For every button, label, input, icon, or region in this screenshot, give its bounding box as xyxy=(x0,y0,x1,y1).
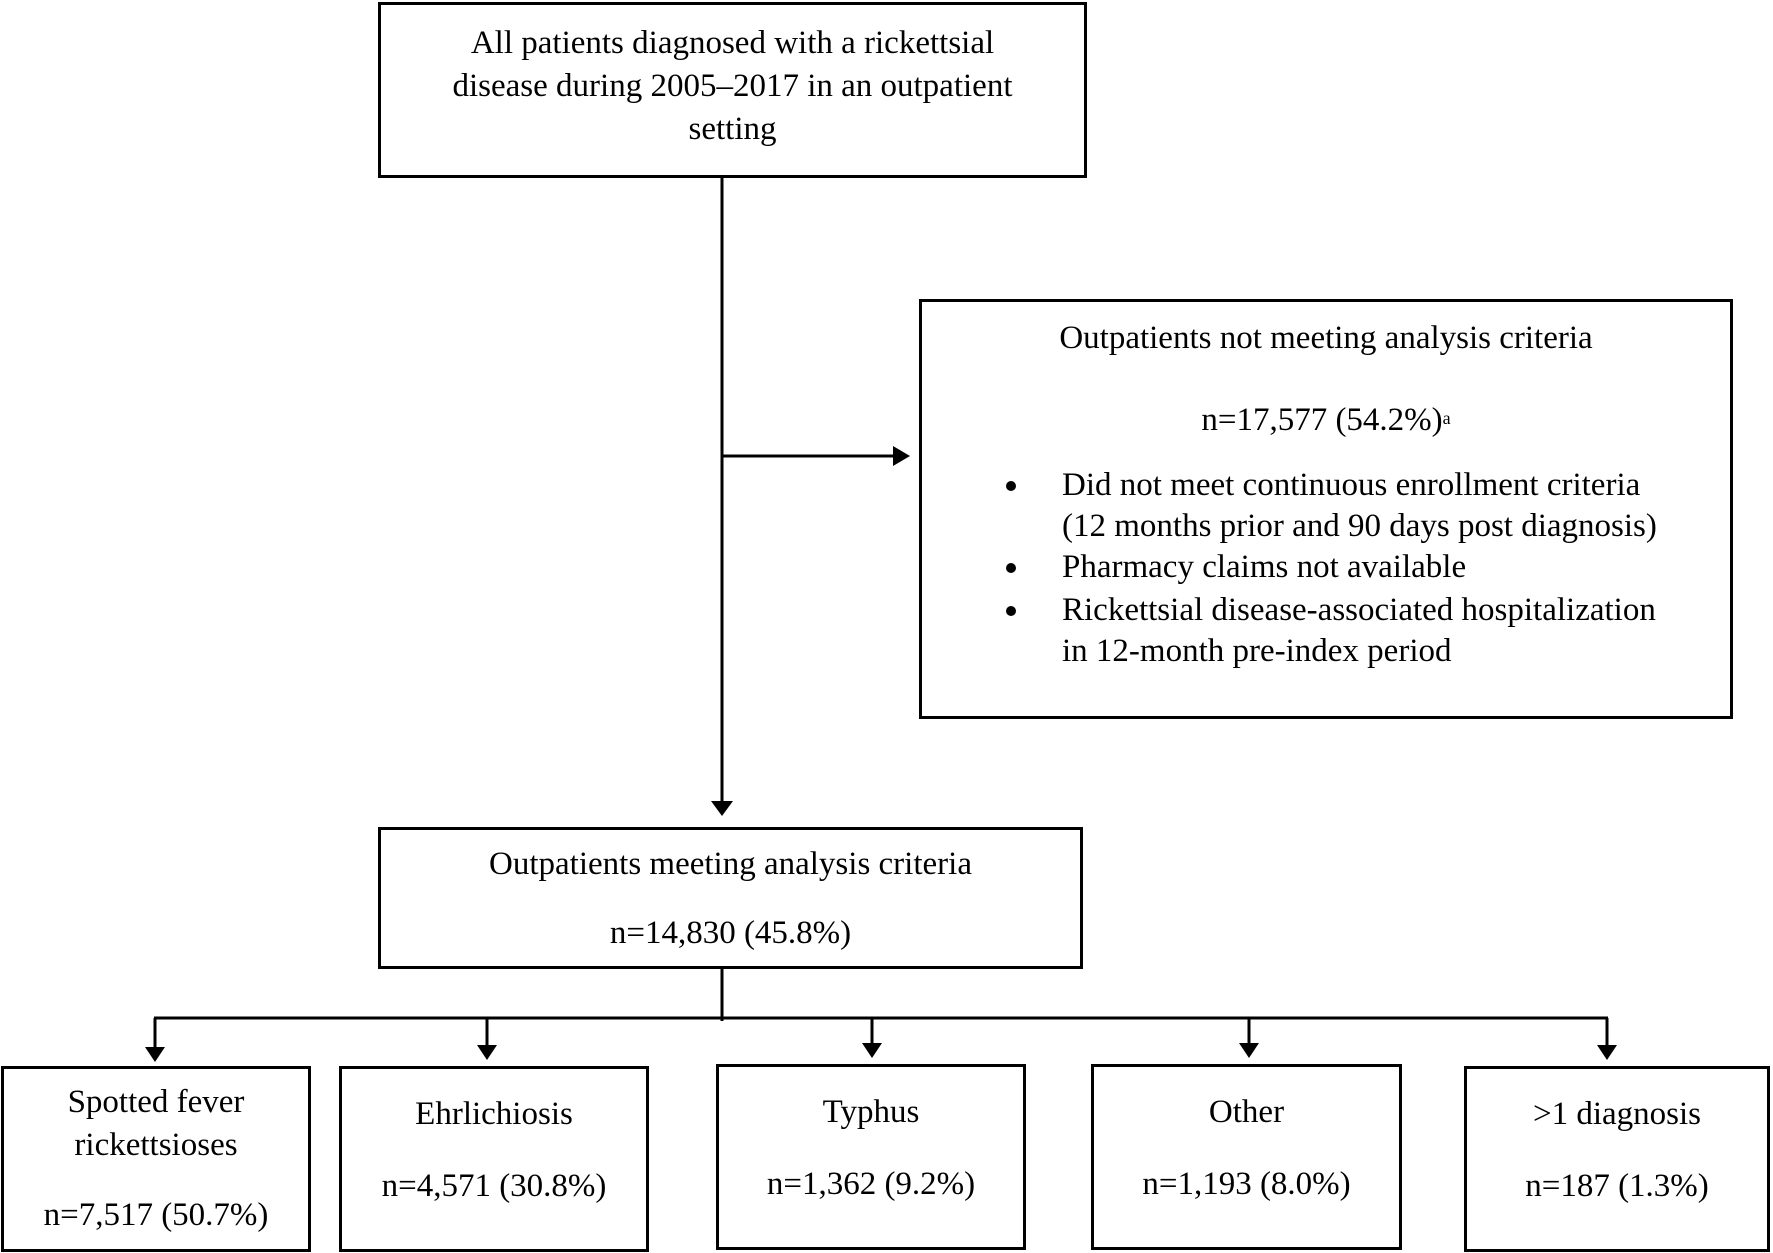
included-box-count: n=14,830 (45.8%) xyxy=(609,915,852,951)
drop-arrowhead-1 xyxy=(145,1047,165,1062)
drop-arrowhead-3 xyxy=(862,1043,882,1058)
exclusion-reason-line: (12 months prior and 90 days post diagno… xyxy=(1062,508,1657,544)
excluded-box-title: Outpatients not meeting analysis criteri… xyxy=(1059,320,1593,356)
start-box-line-1: All patients diagnosed with a rickettsia… xyxy=(470,25,995,61)
drop-arrowhead-4 xyxy=(1239,1043,1259,1058)
exclusion-reason-line: Pharmacy claims not available xyxy=(1062,549,1467,585)
exclusion-reason-line: Rickettsial disease-associated hospitali… xyxy=(1062,592,1656,628)
category-count: n=1,193 (8.0%) xyxy=(1142,1166,1351,1202)
main-flow-arrowhead xyxy=(711,801,733,816)
start-box: All patients diagnosed with a rickettsia… xyxy=(378,2,1087,178)
category-label-line: rickettsioses xyxy=(74,1127,238,1163)
category-box-ehrlichiosis: Ehrlichiosis n=4,571 (30.8%) xyxy=(339,1066,649,1252)
category-count: n=4,571 (30.8%) xyxy=(381,1168,607,1204)
included-box-title: Outpatients meeting analysis criteria xyxy=(489,846,972,882)
excluded-box-count: n=17,577 (54.2%)a xyxy=(922,399,1730,442)
drop-arrowhead-5 xyxy=(1597,1045,1617,1060)
category-label-line: Spotted fever xyxy=(67,1084,245,1120)
category-box-typhus: Typhus n=1,362 (9.2%) xyxy=(716,1064,1026,1250)
category-box-spotted-fever: Spotted fever rickettsioses n=7,517 (50.… xyxy=(1,1066,311,1252)
start-box-line-3: setting xyxy=(688,111,777,147)
included-box: Outpatients meeting analysis criteria n=… xyxy=(378,827,1083,969)
category-count: n=7,517 (50.7%) xyxy=(43,1197,269,1233)
category-count: n=187 (1.3%) xyxy=(1525,1168,1709,1204)
drop-arrowhead-2 xyxy=(477,1045,497,1060)
category-box-multiple-diagnoses: >1 diagnosis n=187 (1.3%) xyxy=(1464,1066,1770,1252)
category-label-line: Other xyxy=(1208,1094,1285,1130)
excluded-count-value: n=17,577 (54.2%) xyxy=(1201,402,1443,438)
category-label-line: Typhus xyxy=(822,1094,920,1130)
exclusion-reason-line: in 12-month pre-index period xyxy=(1062,633,1452,669)
bullet-icon xyxy=(1006,606,1016,616)
start-box-line-2: disease during 2005–2017 in an outpatien… xyxy=(452,68,1013,104)
category-count: n=1,362 (9.2%) xyxy=(766,1166,976,1202)
excluded-count-footnote: a xyxy=(1442,408,1451,428)
excluded-box: Outpatients not meeting analysis criteri… xyxy=(919,299,1733,719)
bullet-icon xyxy=(1006,481,1016,491)
category-label-line: Ehrlichiosis xyxy=(415,1096,573,1132)
category-label-line: >1 diagnosis xyxy=(1532,1096,1702,1132)
category-box-other: Other n=1,193 (8.0%) xyxy=(1091,1064,1402,1250)
bullet-icon xyxy=(1006,563,1016,573)
exclusion-reason-line: Did not meet continuous enrollment crite… xyxy=(1062,467,1641,503)
exclusion-arrowhead xyxy=(893,446,910,466)
